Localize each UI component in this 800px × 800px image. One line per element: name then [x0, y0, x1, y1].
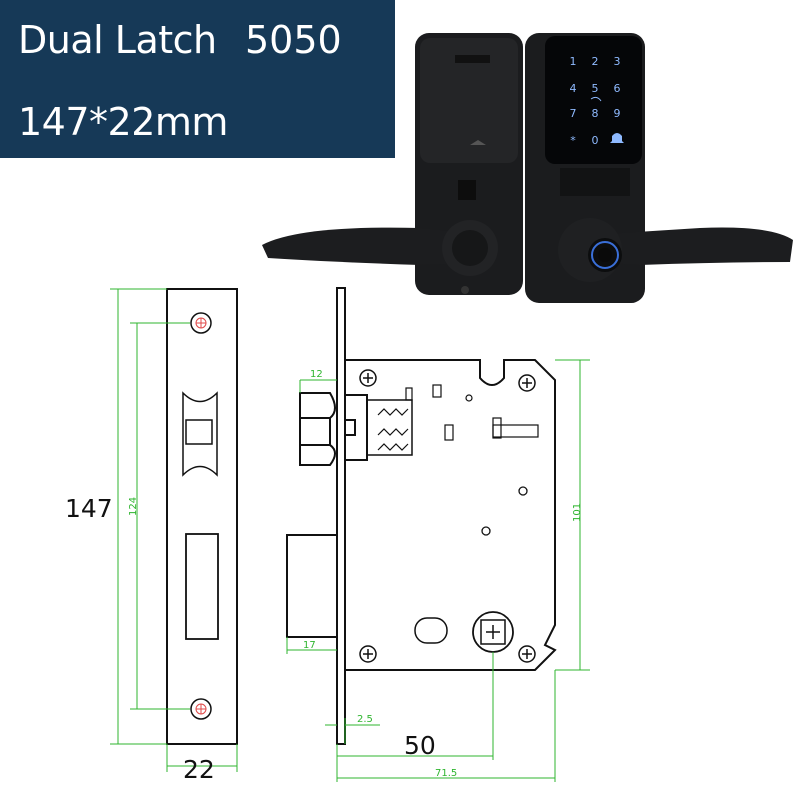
- faceplate-width-label: 22: [183, 755, 215, 784]
- faceplate-height-label: 147: [65, 494, 113, 523]
- case-height-label: 101: [572, 503, 583, 522]
- keypad-keys: 1 2 3 4 5 6 7 8 9 * 0: [570, 55, 624, 147]
- lock-back-unit: [415, 33, 523, 295]
- plate-thickness-label: 2.5: [357, 714, 373, 725]
- key-2[interactable]: 2: [592, 55, 599, 68]
- lock-body-drawing: [286, 287, 557, 745]
- model-number: 5050: [245, 18, 342, 62]
- keypad-panel: [545, 36, 642, 164]
- rfid-icon: [590, 96, 602, 102]
- key-3[interactable]: 3: [614, 55, 621, 68]
- key-9[interactable]: 9: [614, 107, 621, 120]
- key-5[interactable]: 5: [592, 82, 599, 95]
- lever-handle-right: [558, 218, 793, 282]
- faceplate-drawing: [166, 288, 238, 745]
- key-0[interactable]: 0: [592, 134, 599, 147]
- hole-spacing-label: 124: [128, 497, 139, 516]
- size-label: 147*22mm: [18, 100, 228, 144]
- faceplate-dimensions: [110, 288, 238, 772]
- key-star[interactable]: *: [570, 134, 576, 147]
- product-title: Dual Latch: [18, 18, 217, 62]
- title-banner: Dual Latch 5050 147*22mm: [0, 0, 395, 158]
- mounting-screws: [359, 369, 536, 663]
- key-1[interactable]: 1: [570, 55, 577, 68]
- backset-label: 50: [404, 731, 436, 760]
- key-6[interactable]: 6: [614, 82, 621, 95]
- bell-icon[interactable]: [610, 133, 624, 143]
- body-dimensions: [286, 359, 590, 782]
- lever-handle-left: [262, 220, 498, 276]
- key-4[interactable]: 4: [570, 82, 577, 95]
- total-depth-label: 71.5: [435, 768, 457, 779]
- arrow-up-icon: [470, 140, 486, 145]
- latch-projection-label: 12: [310, 369, 323, 380]
- key-7[interactable]: 7: [570, 107, 577, 120]
- key-8[interactable]: 8: [592, 107, 599, 120]
- deadbolt-projection-label: 17: [303, 640, 316, 651]
